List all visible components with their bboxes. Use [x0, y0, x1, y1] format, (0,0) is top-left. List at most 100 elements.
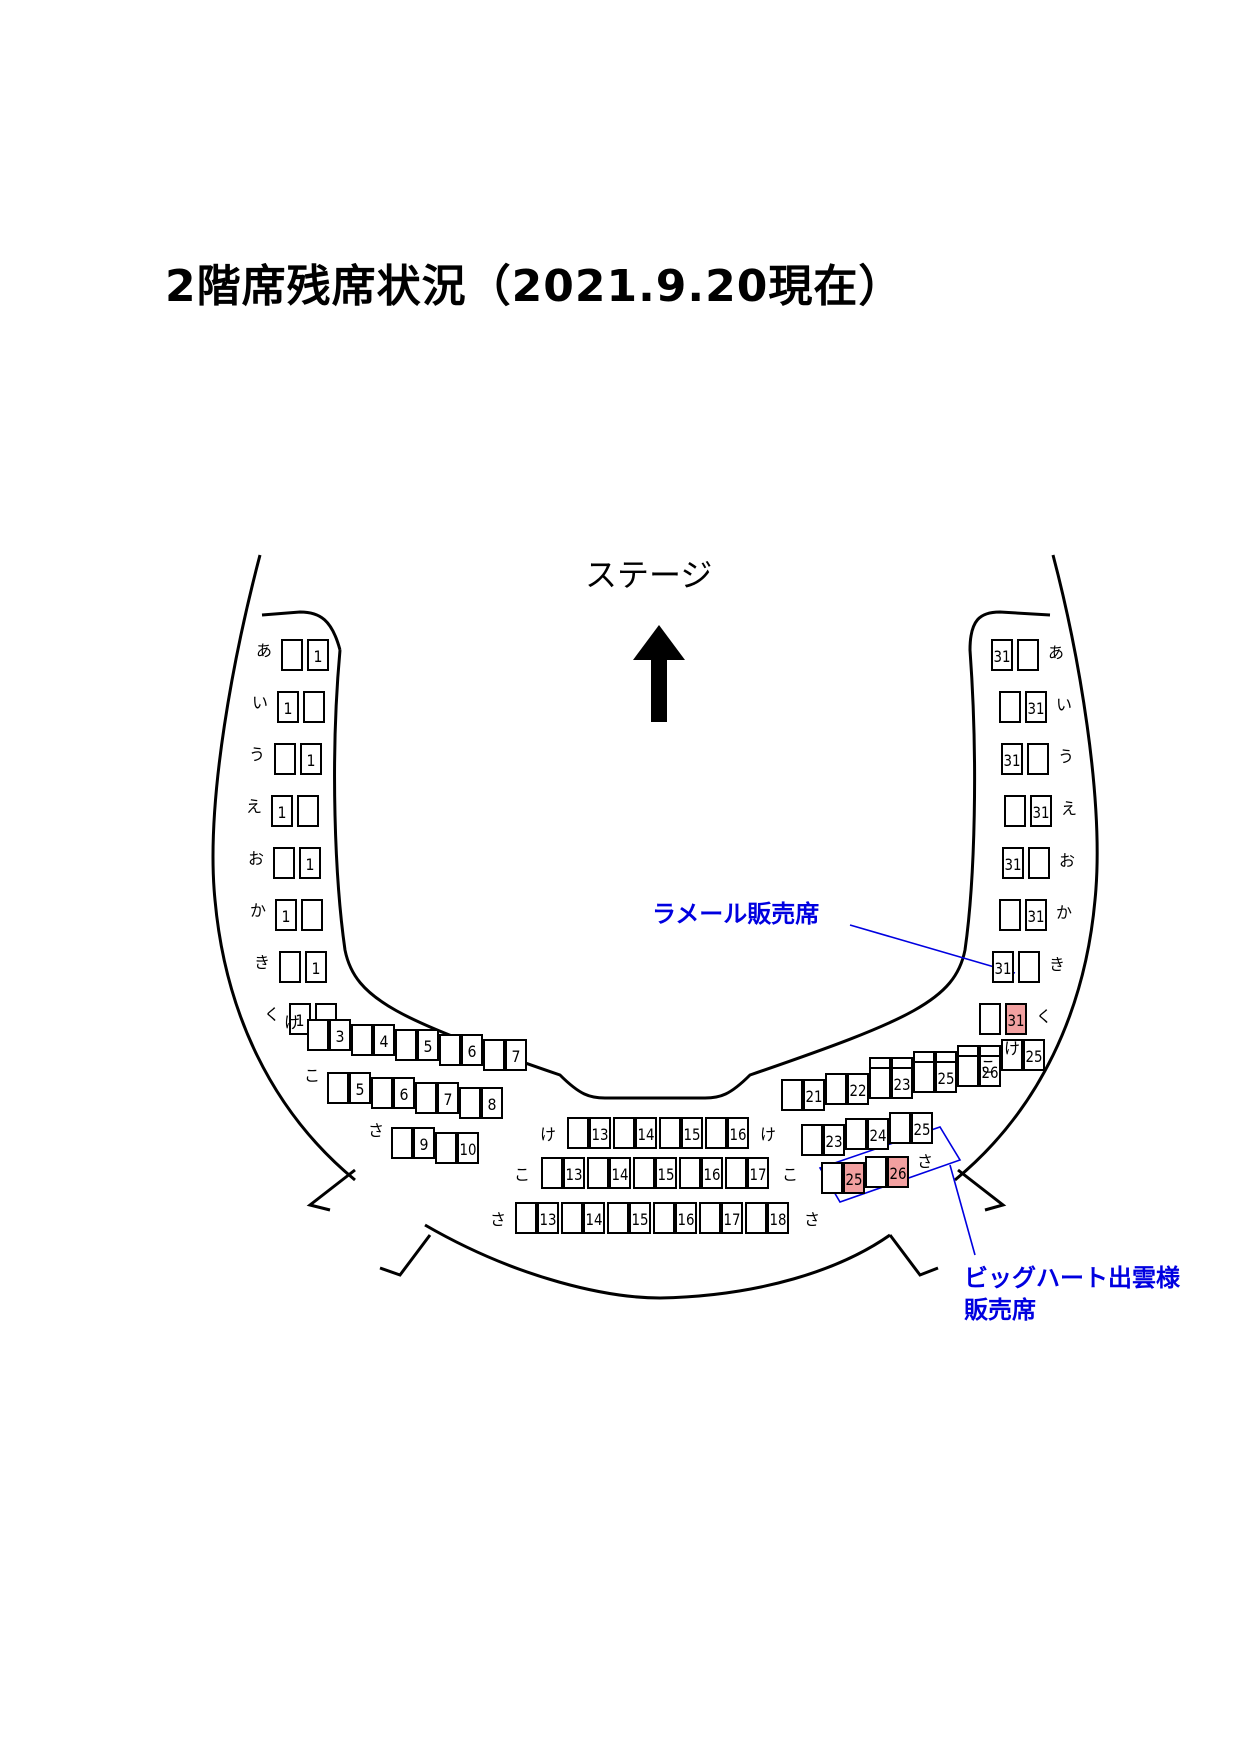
right-block-seat: 23 — [891, 1067, 913, 1099]
row-label: お — [248, 849, 264, 868]
seat-number: 31 — [1008, 1011, 1025, 1030]
page-title: 2階席残席状況（2021.9.20現在） — [165, 261, 904, 312]
row-label: け — [760, 1125, 776, 1144]
left-block-seat-box — [437, 1082, 459, 1114]
left-balcony-seat — [303, 691, 325, 723]
center-block-seat-box — [699, 1202, 721, 1234]
center-block-seat: 16 — [675, 1202, 697, 1234]
right-balcony-seat: 31 — [1005, 1003, 1027, 1035]
right-block-seat: 25 — [911, 1112, 933, 1144]
center-block-seat-box — [705, 1117, 727, 1149]
center-block-seat — [587, 1157, 609, 1189]
left-balcony-seat-box — [307, 639, 329, 671]
seat-number: 14 — [586, 1210, 603, 1229]
row-label: こ — [304, 1066, 320, 1085]
row-label: あ — [256, 641, 272, 660]
seat-number: 9 — [420, 1135, 429, 1154]
seat-number: 22 — [850, 1081, 867, 1100]
center-block-seat-box — [567, 1117, 589, 1149]
seat-number: 6 — [400, 1085, 409, 1104]
left-block-seat-box — [439, 1034, 461, 1066]
right-balcony-seat-box — [1028, 847, 1050, 879]
right-block-seat — [957, 1055, 979, 1087]
right-balcony-seat-box — [1001, 743, 1023, 775]
row-label: き — [254, 953, 270, 972]
row-label: こ — [514, 1165, 530, 1184]
seat-number: 21 — [806, 1087, 823, 1106]
seat-number: 31 — [1004, 751, 1021, 770]
center-block-seat-box — [767, 1202, 789, 1234]
left-block-seat-box — [461, 1034, 483, 1066]
left-block-seat: 5 — [349, 1072, 371, 1104]
center-block-seat: 13 — [563, 1157, 585, 1189]
right-balcony-seat — [1028, 847, 1050, 879]
center-block-seat: 15 — [655, 1157, 677, 1189]
left-balcony-seat-box — [279, 951, 301, 983]
left-balcony-seat: 1 — [305, 951, 327, 983]
left-balcony-seat — [281, 639, 303, 671]
center-block-seat: 17 — [747, 1157, 769, 1189]
left-balcony-seat-box — [297, 795, 319, 827]
center-block-seat — [515, 1202, 537, 1234]
left-block-seat — [435, 1132, 457, 1164]
left-block-seat — [391, 1127, 413, 1159]
center-block-seat-box — [727, 1117, 749, 1149]
left-block-seat-box — [307, 1019, 329, 1051]
right-block-seat — [821, 1162, 843, 1194]
center-block-seat-box — [747, 1157, 769, 1189]
left-balcony-seat-box — [301, 899, 323, 931]
seat-number: 13 — [566, 1165, 583, 1184]
seat-number: 26 — [982, 1063, 999, 1082]
left-balcony-seat-box — [299, 847, 321, 879]
left-block-seat-box — [351, 1024, 373, 1056]
left-block-seat-box — [349, 1072, 371, 1104]
right-block-seat-box — [887, 1156, 909, 1188]
seat-number: 15 — [658, 1165, 675, 1184]
center-block-seat: 14 — [635, 1117, 657, 1149]
center-block-seat: 14 — [609, 1157, 631, 1189]
right-block-seat-box — [845, 1118, 867, 1150]
right-block-seat — [913, 1061, 935, 1093]
center-block-seat-box — [655, 1157, 677, 1189]
seat-number: 16 — [704, 1165, 721, 1184]
seat-number: 10 — [460, 1140, 477, 1159]
left-block-seat: 3 — [329, 1019, 351, 1051]
center-block-seat — [705, 1117, 727, 1149]
left-block-seat: 5 — [417, 1029, 439, 1061]
right-balcony-seat-box — [1005, 1003, 1027, 1035]
right-block-seat-box — [869, 1067, 891, 1099]
row-label: け — [284, 1013, 300, 1032]
seat-number: 17 — [750, 1165, 767, 1184]
left-block-seat-box — [391, 1127, 413, 1159]
left-block-seat-box — [371, 1077, 393, 1109]
left-block-seat-box — [329, 1019, 351, 1051]
exit-left-2 — [379, 1234, 432, 1277]
right-balcony-seat — [979, 1003, 1001, 1035]
right-block-seat-box — [911, 1112, 933, 1144]
right-block-seat: 25 — [1023, 1039, 1045, 1071]
right-block-seat-box — [803, 1079, 825, 1111]
seat-number: 15 — [632, 1210, 649, 1229]
seat-number: 31 — [1033, 803, 1050, 822]
right-block-seat-box — [865, 1156, 887, 1188]
seat-number: 25 — [914, 1120, 931, 1139]
left-block-seat-box — [435, 1132, 457, 1164]
center-block-seat — [541, 1157, 563, 1189]
left-block-seat-box — [483, 1039, 505, 1071]
seat-number: 5 — [424, 1037, 433, 1056]
left-block-seat — [415, 1082, 437, 1114]
left-block-seat: 7 — [505, 1039, 527, 1071]
center-block-seat — [633, 1157, 655, 1189]
right-block-seat: 25 — [935, 1061, 957, 1093]
seat-number: 26 — [890, 1164, 907, 1183]
center-block-seat-box — [613, 1117, 635, 1149]
left-balcony-seat: 1 — [299, 847, 321, 879]
center-block-seat — [679, 1157, 701, 1189]
center-block-seat-box — [679, 1157, 701, 1189]
seat-number: 1 — [284, 699, 293, 718]
center-block-seat-box — [609, 1157, 631, 1189]
right-balcony-seat-box — [1030, 795, 1052, 827]
row-label: さ — [917, 1152, 933, 1171]
right-balcony-seat-box — [999, 899, 1021, 931]
